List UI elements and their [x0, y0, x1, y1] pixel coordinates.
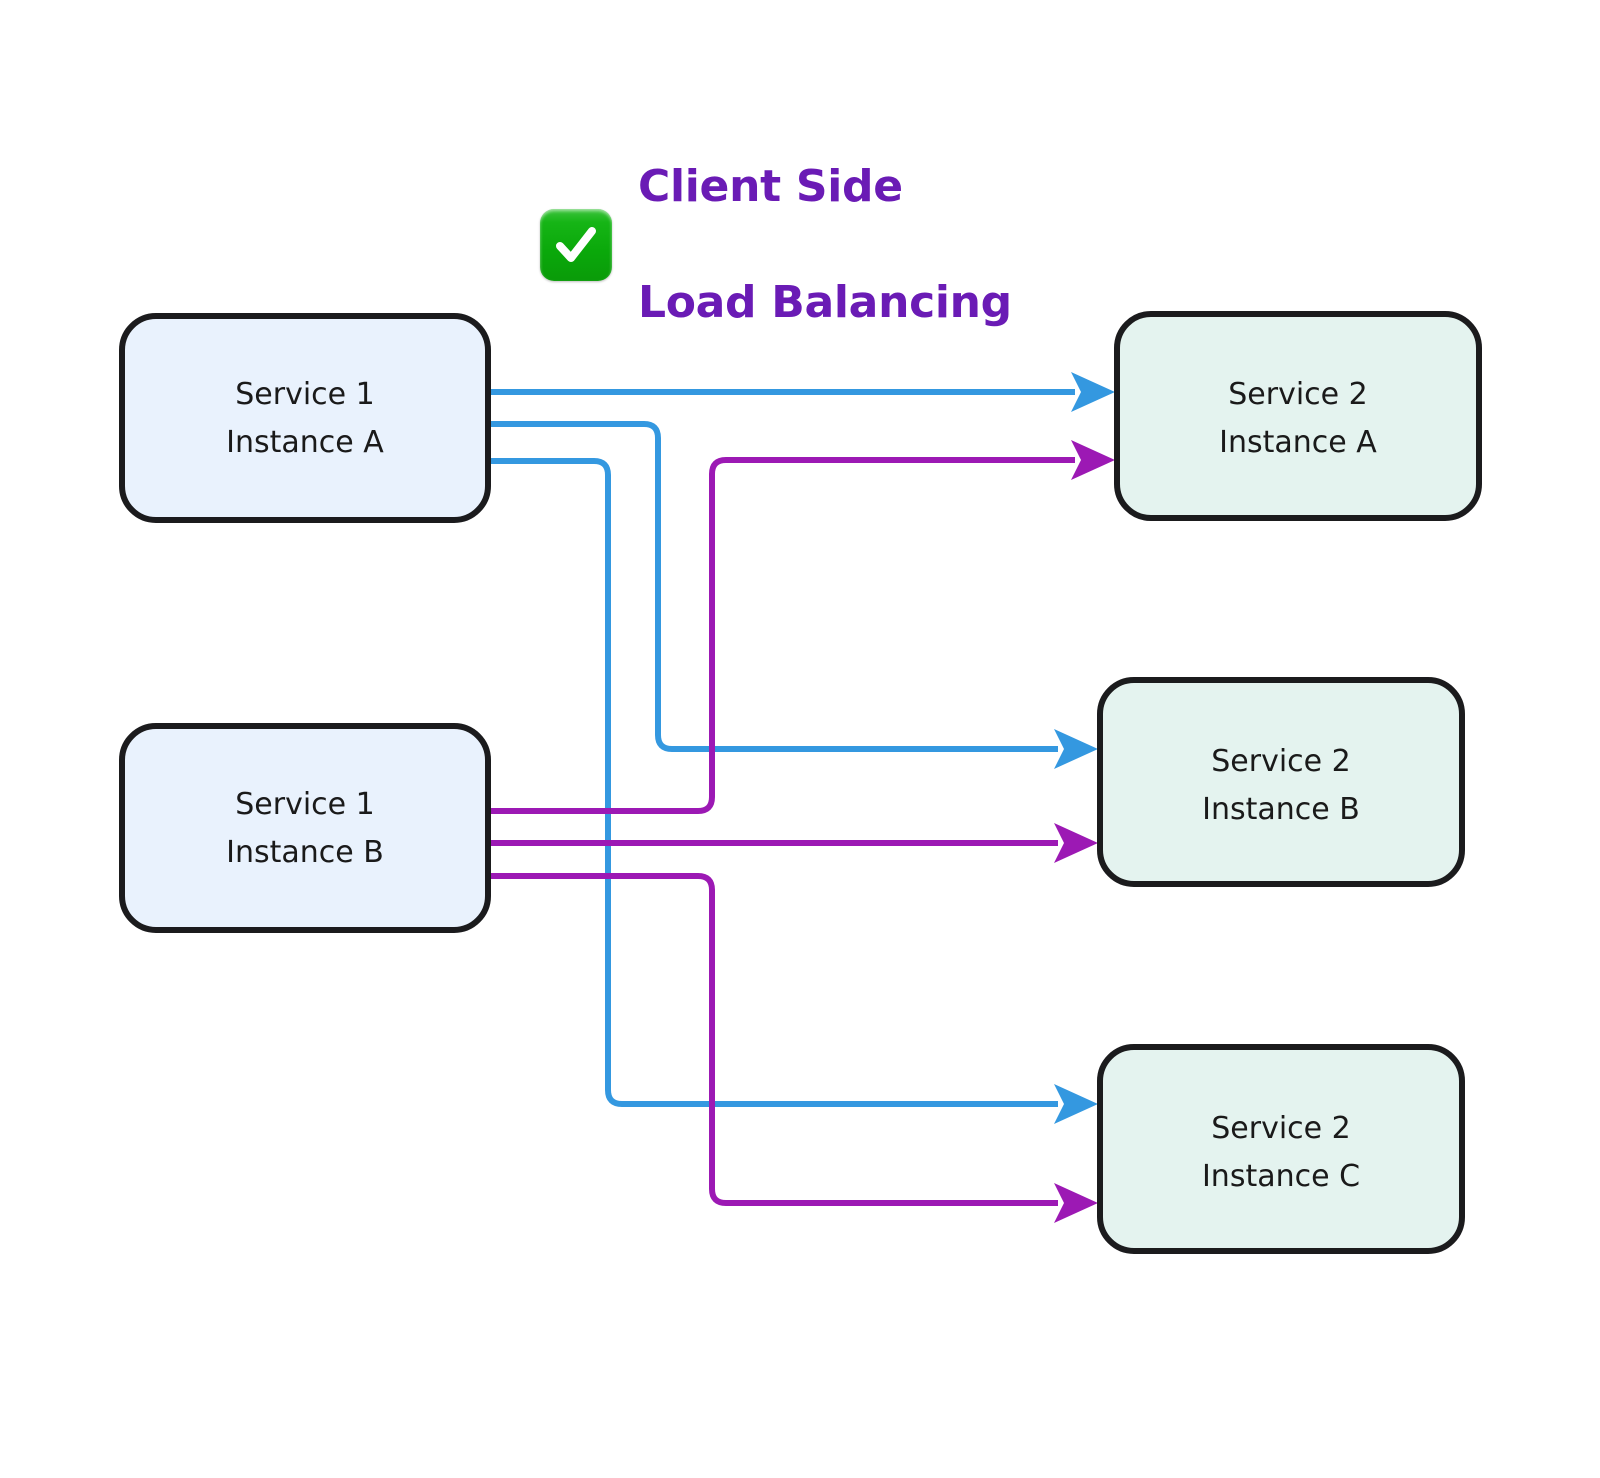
- node-service1-instance-a-shape[interactable]: [119, 313, 491, 523]
- node-service2-instance-b-line2: Instance B: [1202, 792, 1360, 827]
- node-service1-instance-b[interactable]: Service 1 Instance B: [119, 723, 491, 933]
- node-service2-instance-a-shape[interactable]: [1114, 311, 1482, 521]
- node-service2-instance-c-line1: Service 2: [1211, 1111, 1351, 1146]
- edge-s1a-to-s2b: [488, 421, 1098, 769]
- node-service2-instance-c[interactable]: Service 2 Instance C: [1097, 1044, 1465, 1254]
- node-service2-instance-a[interactable]: Service 2 Instance A: [1114, 311, 1482, 521]
- edge-s1b-to-s2c: [488, 873, 1098, 1223]
- page-title: Client Side Load Balancing: [638, 100, 1012, 390]
- edge-s1b-to-s2a: [488, 440, 1115, 814]
- node-service1-instance-a-line2: Instance A: [226, 425, 384, 460]
- node-service1-instance-b-line2: Instance B: [226, 835, 384, 870]
- node-service2-instance-a-line2: Instance A: [1219, 425, 1377, 460]
- node-service2-instance-b-shape[interactable]: [1097, 677, 1465, 887]
- node-service2-instance-a-line1: Service 2: [1228, 377, 1368, 412]
- node-service1-instance-b-shape[interactable]: [119, 723, 491, 933]
- node-service1-instance-a[interactable]: Service 1 Instance A: [119, 313, 491, 523]
- green-check-icon: [540, 209, 612, 282]
- node-service2-instance-c-line2: Instance C: [1202, 1159, 1360, 1194]
- node-service2-instance-b[interactable]: Service 2 Instance B: [1097, 677, 1465, 887]
- edge-s1a-to-s2a: [488, 372, 1115, 412]
- edge-s1b-to-s2b: [488, 823, 1098, 863]
- page-title-line1: Client Side: [638, 161, 903, 213]
- node-service2-instance-c-shape[interactable]: [1097, 1044, 1465, 1254]
- node-service1-instance-a-line1: Service 1: [235, 377, 375, 412]
- node-service2-instance-b-line1: Service 2: [1211, 744, 1351, 779]
- edge-s1a-to-s2c: [488, 458, 1098, 1124]
- diagram-header: Client Side Load Balancing: [540, 100, 1012, 390]
- page-title-line2: Load Balancing: [638, 277, 1012, 329]
- node-service1-instance-b-line1: Service 1: [235, 787, 375, 822]
